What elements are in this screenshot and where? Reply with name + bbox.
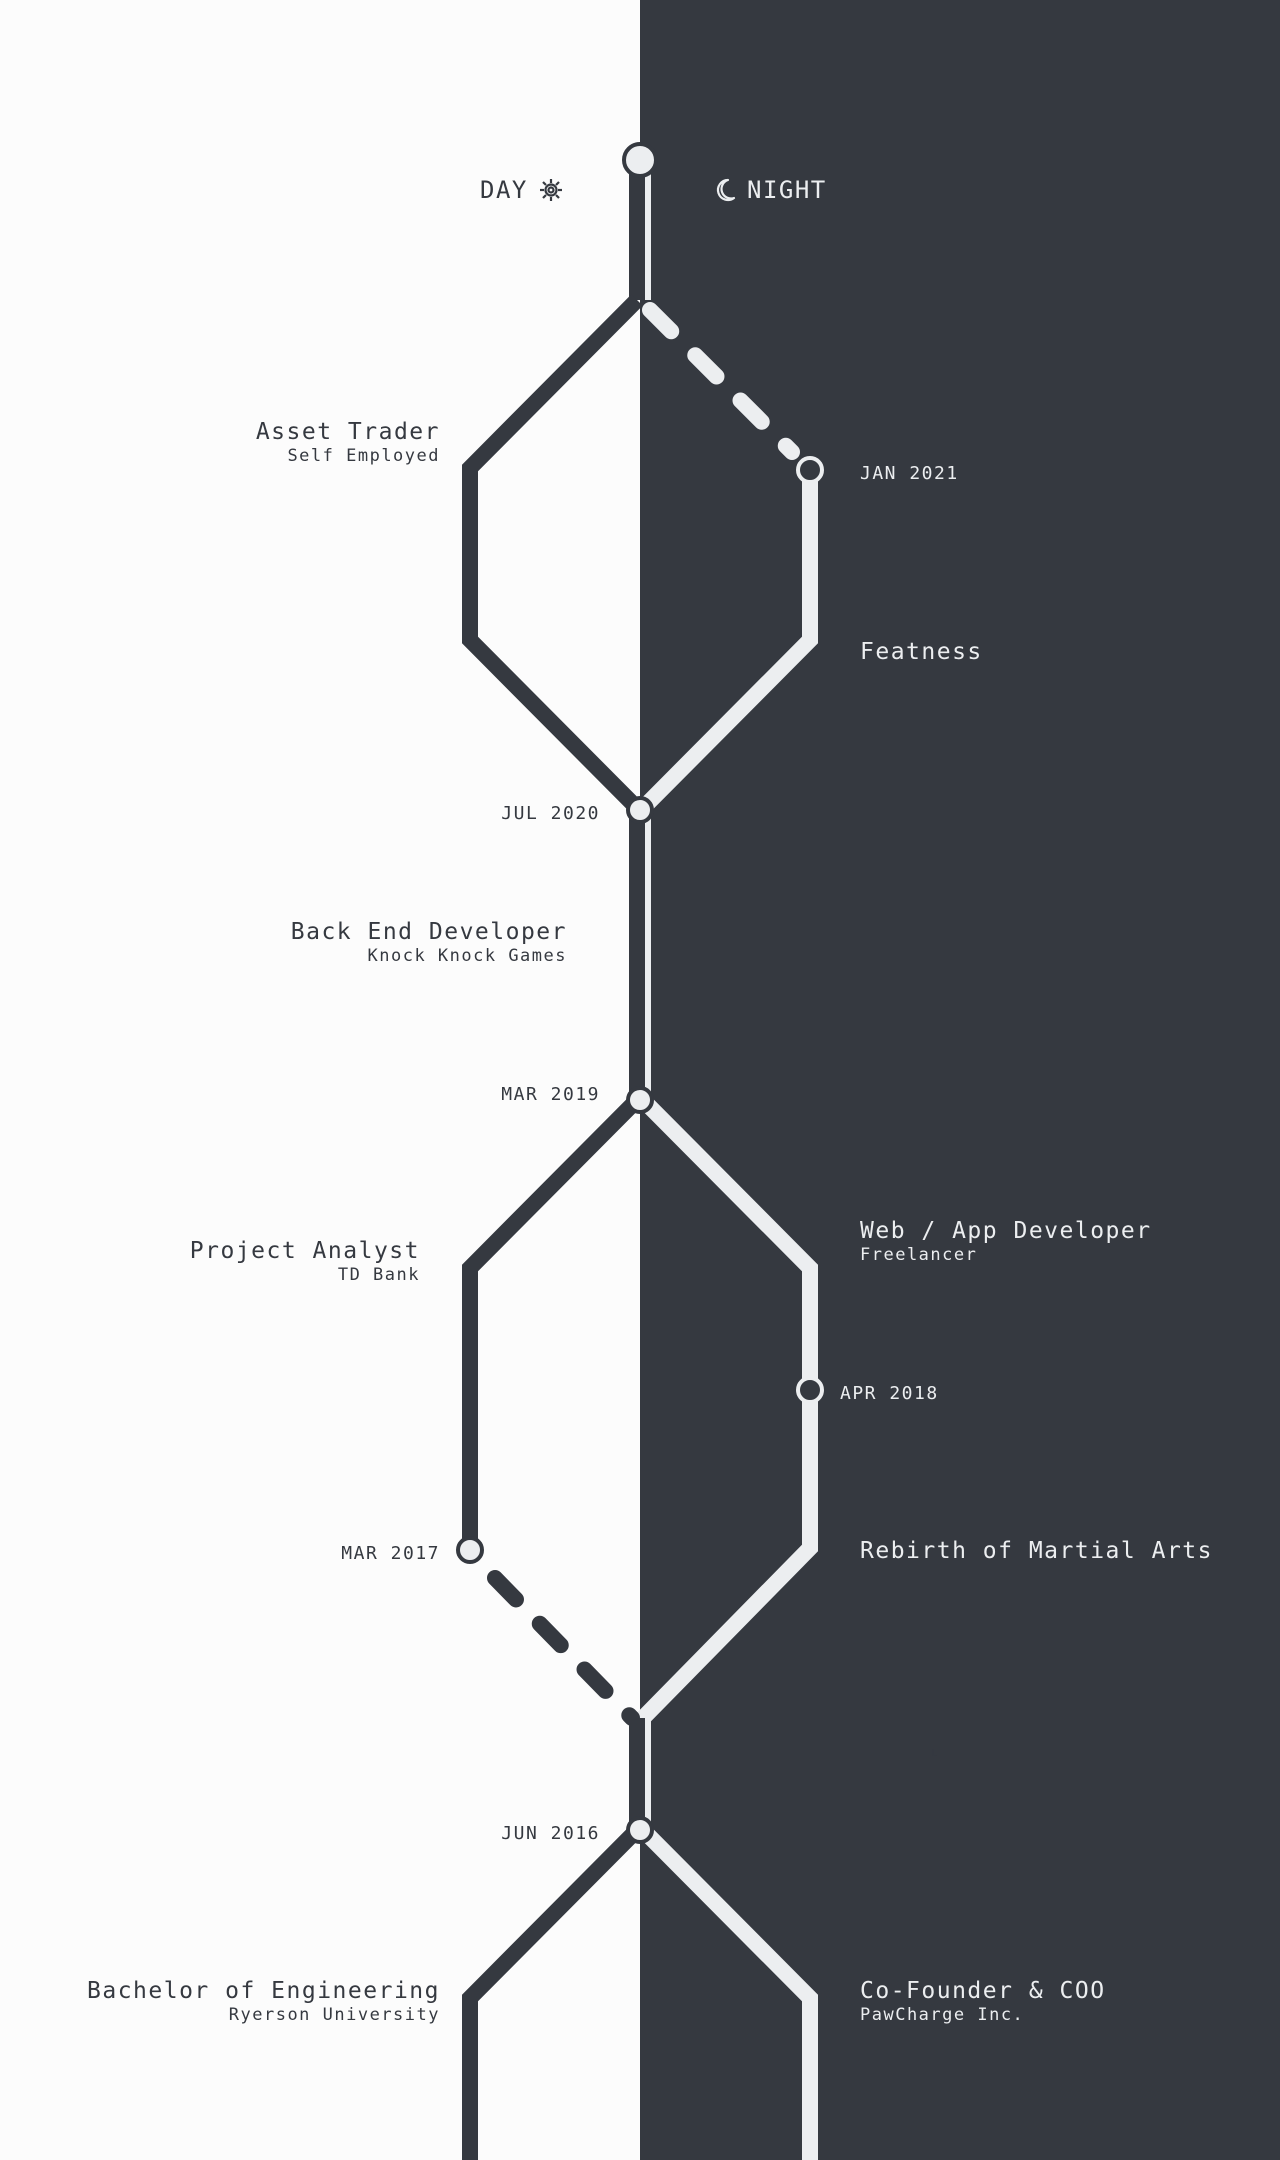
station-jun-2016[interactable]: [626, 1816, 654, 1844]
entry-subtitle: Knock Knock Games: [367, 946, 567, 966]
entry-bachelor-of-engineering[interactable]: Bachelor of Engineering Ryerson Universi…: [87, 1980, 440, 2024]
entry-title: Co-Founder & COO: [860, 1978, 1106, 2004]
entry-web-app-developer[interactable]: Web / App Developer Freelancer: [860, 1220, 1152, 1264]
entry-asset-trader[interactable]: Asset Trader Self Employed: [256, 421, 440, 465]
night-route-pawcharge-segment: [637, 1824, 818, 2160]
start-station[interactable]: [622, 142, 658, 178]
day-route-trader-segment: [462, 294, 645, 1100]
night-route: [635, 160, 818, 2160]
date-label-jan-2021: JAN 2021: [860, 463, 959, 484]
station-apr-2018[interactable]: [796, 1376, 824, 1404]
entry-subtitle: Freelancer: [860, 1245, 978, 1265]
night-route-dashed-segment: [642, 302, 800, 460]
day-route-education-segment: [462, 1824, 643, 2160]
day-label: DAY: [480, 176, 528, 204]
entry-subtitle: Self Employed: [287, 446, 440, 466]
day-toggle[interactable]: DAY: [480, 177, 564, 203]
entry-rebirth-of-martial-arts[interactable]: Rebirth of Martial Arts: [860, 1540, 1213, 1563]
night-label: NIGHT: [747, 176, 827, 204]
entry-project-analyst[interactable]: Project Analyst TD Bank: [190, 1240, 420, 1284]
entry-title: Rebirth of Martial Arts: [860, 1538, 1213, 1564]
station-jul-2020[interactable]: [626, 796, 654, 824]
station-mar-2017[interactable]: [456, 1536, 484, 1564]
station-mar-2019[interactable]: [626, 1086, 654, 1114]
gear-sun-icon: [538, 177, 564, 203]
stations: [456, 142, 824, 1844]
entry-featness[interactable]: Featness: [860, 641, 983, 664]
entry-title: Asset Trader: [255, 419, 440, 445]
date-label-apr-2018: APR 2018: [840, 1383, 939, 1404]
station-jan-2021[interactable]: [796, 456, 824, 484]
day-route-analyst-segment: [462, 1094, 643, 1550]
date-label-jul-2020: JUL 2020: [501, 803, 600, 824]
date-label-mar-2017: MAR 2017: [341, 1543, 440, 1564]
entry-co-founder-coo[interactable]: Co-Founder & COO PawCharge Inc.: [860, 1980, 1106, 2024]
date-label-jun-2016: JUN 2016: [501, 1823, 600, 1844]
entry-title: Project Analyst: [189, 1238, 420, 1264]
night-route-freelance-segment: [635, 1094, 818, 1830]
crescent-moon-icon: [713, 177, 737, 203]
night-panel: [640, 0, 1280, 2160]
entry-title: Back End Developer: [290, 919, 567, 945]
entry-title: Web / App Developer: [860, 1218, 1152, 1244]
night-toggle[interactable]: NIGHT: [713, 177, 827, 203]
night-route-featness-segment: [635, 468, 818, 1100]
entry-subtitle: Ryerson University: [228, 2005, 440, 2025]
entry-title: Bachelor of Engineering: [87, 1978, 440, 2004]
entry-title: Featness: [860, 639, 983, 665]
date-label-mar-2019: MAR 2019: [501, 1084, 600, 1105]
day-route: [462, 160, 645, 2160]
stray-mark: L: [931, 1748, 938, 1759]
entry-subtitle: TD Bank: [337, 1265, 420, 1285]
entry-back-end-developer[interactable]: Back End Developer Knock Knock Games: [291, 921, 567, 965]
entry-subtitle: PawCharge Inc.: [860, 2005, 1025, 2025]
day-route-dashed-segment: [487, 1570, 640, 1726]
